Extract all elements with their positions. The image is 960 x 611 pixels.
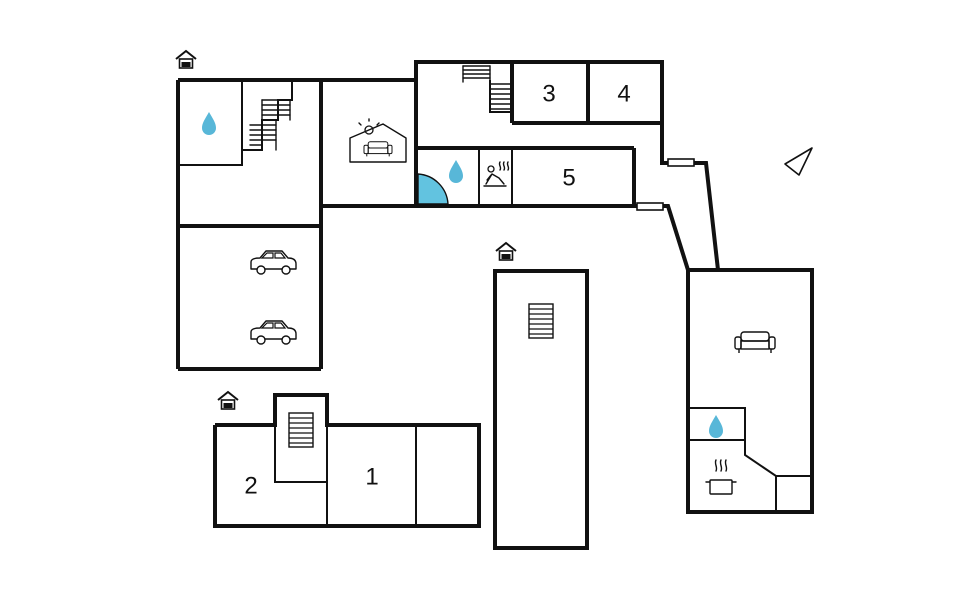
- cooking-pot-icon: [705, 459, 737, 495]
- sofa-icon: [734, 331, 776, 354]
- room-label-1: 1: [365, 464, 378, 491]
- water-drop-icon: [202, 112, 216, 135]
- sauna-icon: [483, 161, 510, 187]
- entrance-icon: [495, 242, 517, 261]
- north-arrow-icon: [784, 147, 813, 176]
- corridor-walls: [636, 158, 720, 271]
- water-drop-icon: [449, 160, 463, 183]
- stairs-icon: [462, 65, 511, 113]
- car-icon: [250, 250, 297, 275]
- stairs-icon: [249, 99, 291, 151]
- stairs-icon: [528, 303, 554, 339]
- east-wing-walls: [686, 268, 814, 514]
- door-swing: [417, 173, 449, 205]
- entrance-icon: [175, 50, 197, 69]
- sunroom-icon: [349, 118, 407, 163]
- room-label-4: 4: [617, 81, 630, 108]
- room-label-5: 5: [562, 165, 575, 192]
- stairs-icon: [288, 412, 314, 448]
- entrance-icon: [217, 391, 239, 410]
- room-label-2: 2: [244, 473, 257, 500]
- window: [636, 202, 664, 211]
- main-house-walls: [176, 60, 681, 371]
- annex-south-walls: [213, 393, 481, 528]
- annex-center-walls: [493, 269, 589, 550]
- car-icon: [250, 320, 297, 345]
- room-label-3: 3: [542, 81, 555, 108]
- window: [667, 158, 695, 167]
- water-drop-icon: [709, 415, 723, 438]
